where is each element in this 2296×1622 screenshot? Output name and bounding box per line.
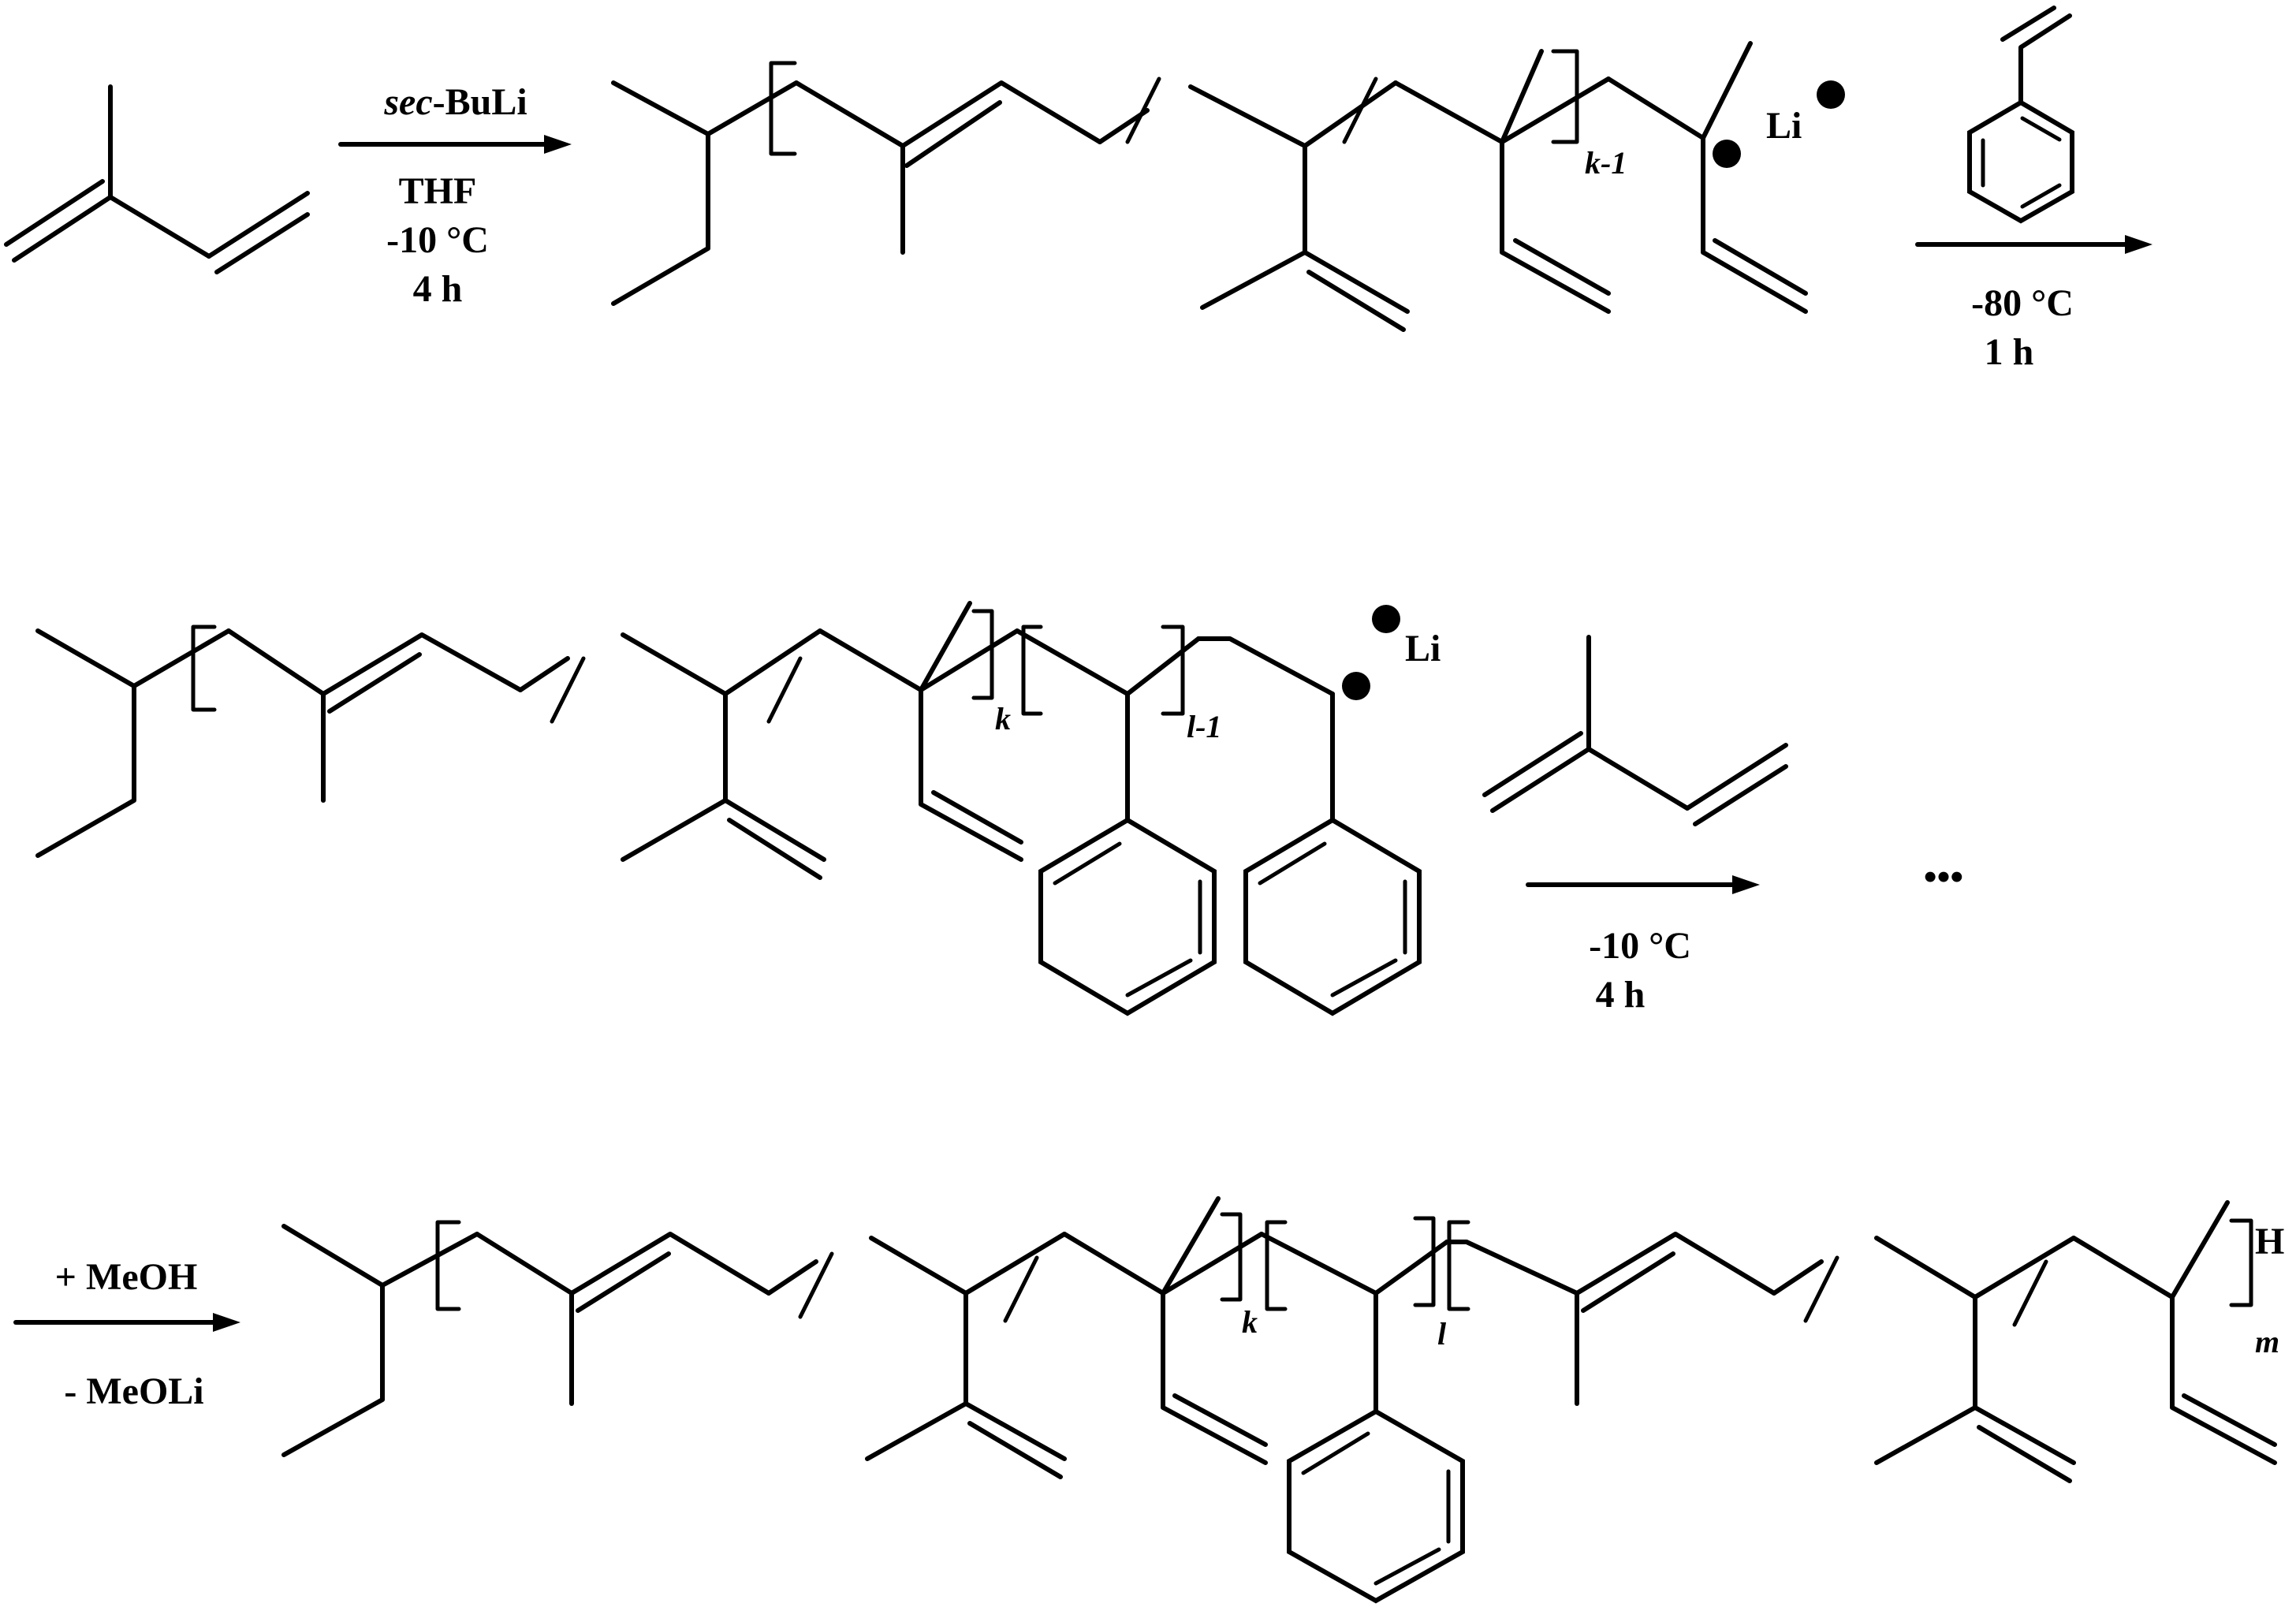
quench-byproduct: - MeOLi (64, 1370, 203, 1412)
temperature-label-3: -10 °C (1589, 925, 1691, 967)
continuation-dots: ••• (1924, 856, 1963, 898)
temperature-label-1: -10 °C (386, 219, 489, 261)
solvent-label: THF (399, 170, 477, 212)
subscript-k: k (1242, 1304, 1258, 1340)
repeat-bracket-close (1220, 1212, 1243, 1302)
time-label-1: 4 h (413, 268, 463, 310)
wavy-bond-marker (1003, 1255, 1039, 1323)
living-polyisoprene: k-1 Li (611, 41, 1845, 332)
subscript-l: l-1 (1187, 709, 1221, 744)
repeat-bracket-open (435, 1220, 461, 1311)
subscript-k: k (995, 701, 1011, 736)
wavy-bond-marker (2012, 1259, 2048, 1327)
repeat-bracket-close-3 (2229, 1218, 2253, 1307)
isoprene-reagent (1482, 635, 1788, 826)
lithium-counterion: Li (1405, 628, 1441, 669)
repeat-bracket-close (971, 609, 994, 700)
time-label-3: 4 h (1596, 974, 1646, 1016)
repeat-bracket-open (191, 625, 217, 712)
reaction-arrow-1: sec-BuLi THF -10 °C 4 h (338, 81, 572, 310)
reagent-label: sec-BuLi (383, 81, 527, 123)
styrene-reagent (1967, 6, 2074, 224)
reaction-arrow-3: -10 °C 4 h (1526, 875, 1760, 1016)
reaction-arrow-2: -80 °C 1 h (1915, 235, 2152, 373)
repeat-bracket-open-3 (1447, 1220, 1470, 1311)
subscript-m: m (2255, 1324, 2279, 1359)
wavy-bond-marker (1125, 76, 1161, 144)
repeat-subscript: k-1 (1585, 145, 1627, 181)
lithium-counterion: Li (1766, 105, 1802, 147)
wavy-bond-marker (550, 656, 586, 724)
repeat-bracket-close-2 (1161, 625, 1185, 716)
isoprene-monomer (4, 84, 310, 274)
wavy-bond-marker (766, 656, 803, 724)
repeat-bracket-open-2 (1021, 625, 1043, 716)
wavy-bond-marker (1342, 76, 1378, 144)
reaction-arrow-4: + MeOH - MeOLi (13, 1256, 240, 1412)
temperature-label-2: -80 °C (1971, 282, 2074, 324)
repeat-bracket-close (1551, 49, 1579, 144)
wavy-bond-marker (1803, 1255, 1839, 1323)
repeat-bracket-open-2 (1265, 1220, 1288, 1311)
subscript-l: l (1437, 1316, 1447, 1352)
wavy-bond-marker (798, 1251, 834, 1319)
quench-reagent: + MeOH (55, 1256, 198, 1298)
living-diblock-copolymer: k l-1 Li (35, 601, 1441, 1016)
end-group-hydrogen: H (2255, 1221, 2284, 1262)
triblock-copolymer-product: k l H m (281, 1196, 2284, 1604)
time-label-2: 1 h (1985, 331, 2034, 373)
repeat-bracket-close-2 (1413, 1216, 1436, 1307)
repeat-bracket-open (769, 61, 797, 156)
